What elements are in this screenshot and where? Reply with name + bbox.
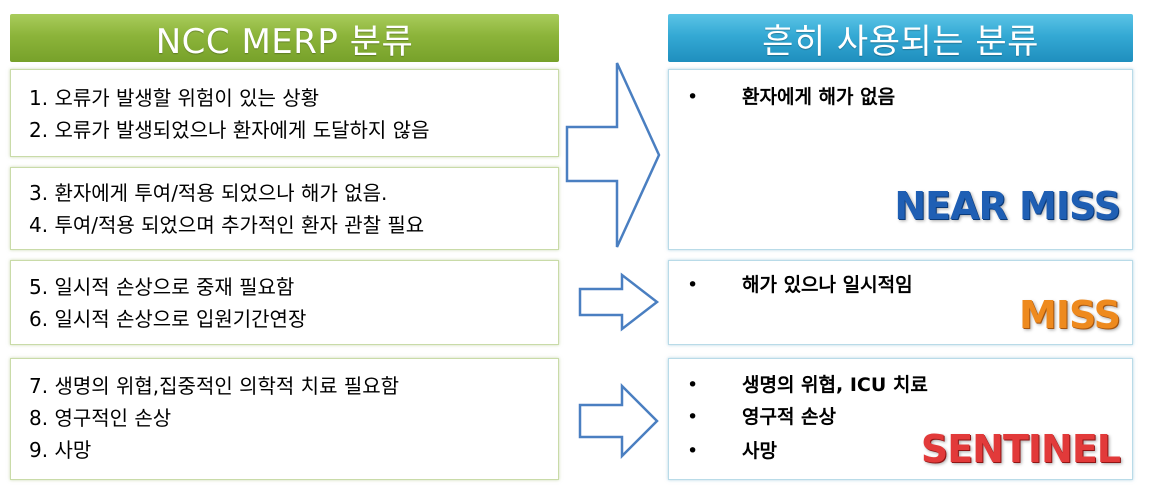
arrow-right-icon (578, 382, 659, 460)
near-miss-label: NEAR MISS (894, 184, 1121, 228)
ncc-item-4: 4. 투여/적용 되었으며 추가적인 환자 관찰 필요 (29, 213, 425, 237)
ncc-item-8: 8. 영구적인 손상 (29, 406, 172, 430)
bullet-icon: • (687, 374, 699, 396)
ncc-item-3: 3. 환자에게 투여/적용 되었으나 해가 없음. (29, 181, 388, 205)
near-miss-box: • 환자에게 해가 없음 NEAR MISS (668, 69, 1133, 250)
arrow-right-icon (565, 62, 661, 248)
ncc-merp-header: NCC MERP 분류 (10, 14, 559, 62)
sentinel-bullet-2: • 영구적 손상 (669, 401, 1132, 433)
sentinel-label: SENTINEL (920, 427, 1121, 471)
ncc-item-5: 5. 일시적 손상으로 중재 필요함 (29, 275, 295, 299)
sentinel-box: • 생명의 위협, ICU 치료 • 영구적 손상 • 사망 SENTINEL (668, 358, 1133, 480)
common-classification-header: 흔히 사용되는 분류 (668, 14, 1133, 62)
ncc-item-9: 9. 사망 (29, 438, 92, 462)
bullet-icon: • (687, 440, 699, 462)
ncc-group-4: 7. 생명의 위협,집중적인 의학적 치료 필요함 8. 영구적인 손상 9. … (10, 358, 559, 480)
bullet-icon: • (687, 274, 699, 296)
miss-label: MISS (1019, 293, 1121, 337)
ncc-group-2: 3. 환자에게 투여/적용 되었으나 해가 없음. 4. 투여/적용 되었으며 … (10, 167, 559, 250)
bullet-icon: • (687, 406, 699, 428)
ncc-item-6: 6. 일시적 손상으로 입원기간연장 (29, 307, 307, 331)
miss-bullet-1: • 해가 있으나 일시적임 (669, 269, 1132, 301)
miss-box: • 해가 있으나 일시적임 MISS (668, 260, 1133, 345)
ncc-group-3: 5. 일시적 손상으로 중재 필요함 6. 일시적 손상으로 입원기간연장 (10, 260, 559, 345)
ncc-item-1: 1. 오류가 발생할 위험이 있는 상황 (29, 86, 320, 110)
ncc-group-1: 1. 오류가 발생할 위험이 있는 상황 2. 오류가 발생되었으나 환자에게 … (10, 69, 559, 157)
near-miss-bullet-1: • 환자에게 해가 없음 (669, 81, 1132, 113)
arrow-right-icon (578, 272, 660, 332)
sentinel-bullet-3: • 사망 (669, 435, 1132, 467)
bullet-icon: • (687, 86, 699, 108)
ncc-item-2: 2. 오류가 발생되었으나 환자에게 도달하지 않음 (29, 118, 430, 142)
sentinel-bullet-1: • 생명의 위협, ICU 치료 (669, 369, 1132, 401)
ncc-item-7: 7. 생명의 위협,집중적인 의학적 치료 필요함 (29, 374, 400, 398)
